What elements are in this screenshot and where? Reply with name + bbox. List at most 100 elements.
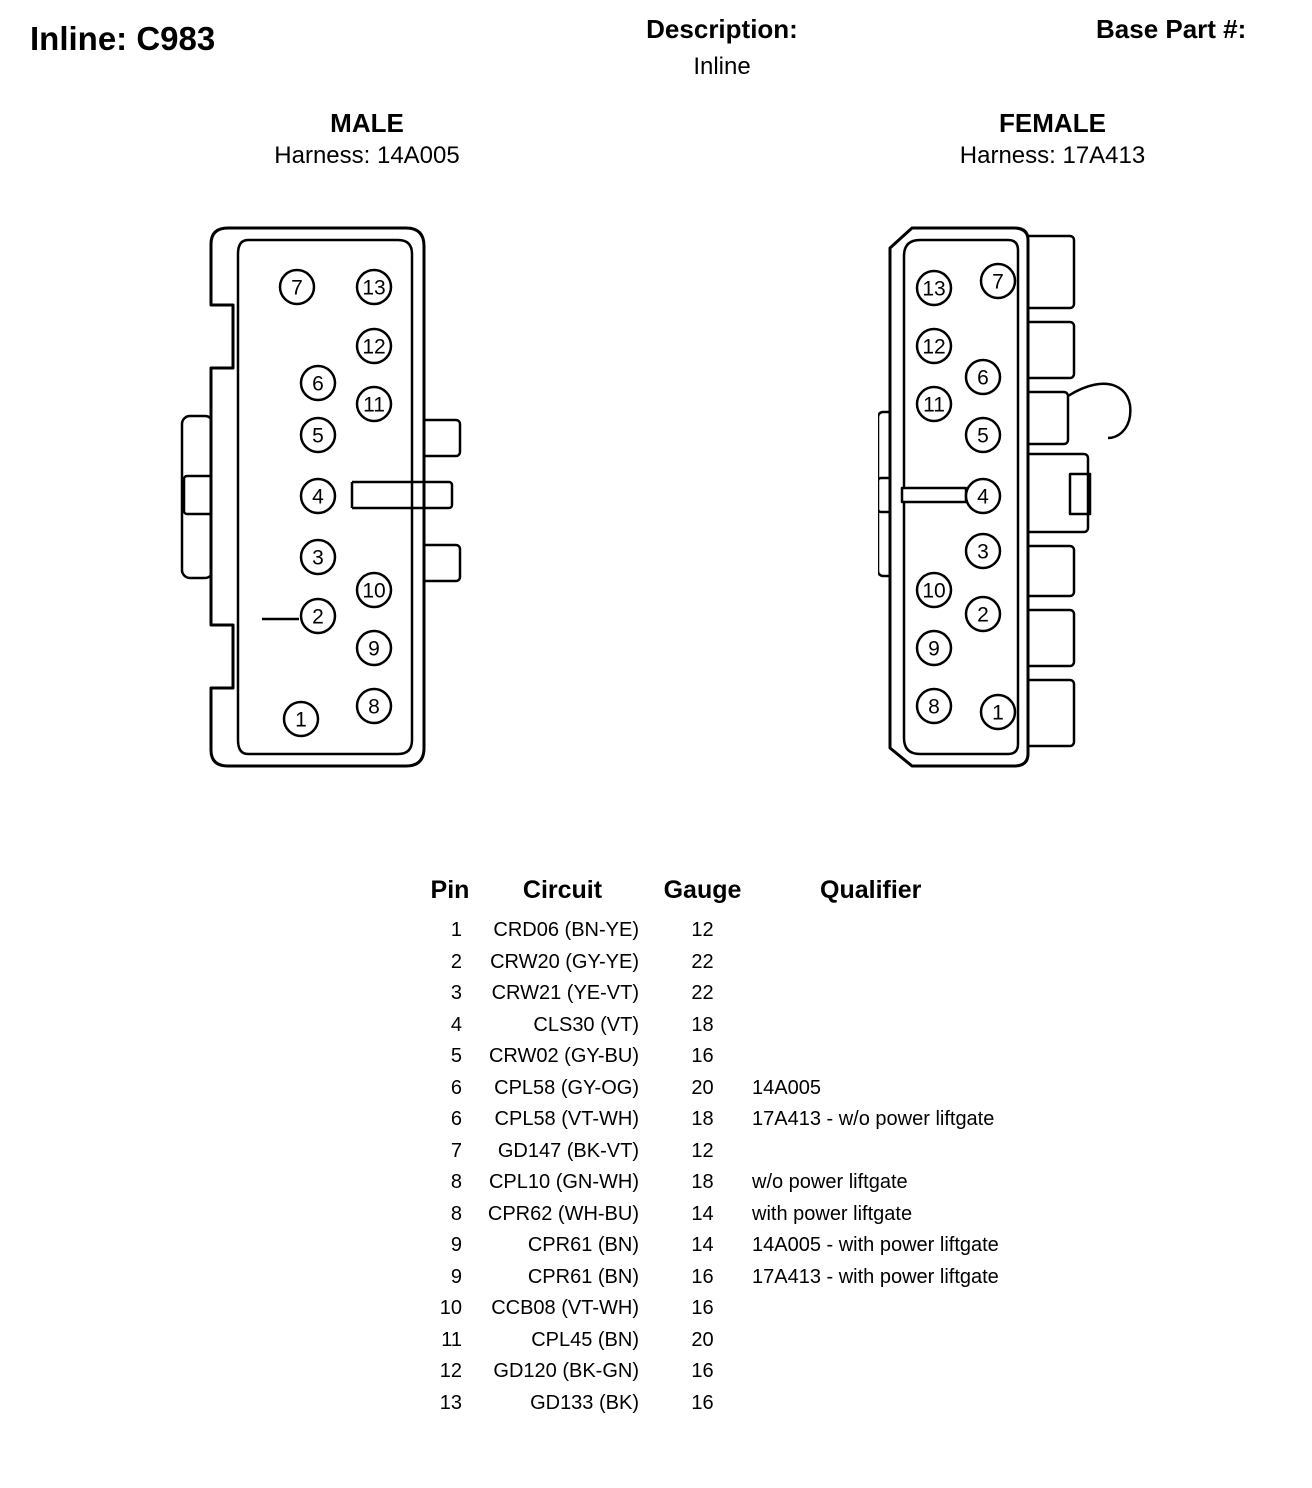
- female-tooth-4: [1022, 544, 1076, 598]
- description-value: Inline: [693, 53, 751, 80]
- male-harness-label: Harness: 14A005: [274, 142, 460, 169]
- pin-13-number: 13: [362, 277, 385, 300]
- header-qualifier: Qualifier: [820, 876, 922, 904]
- base-part-label: Base Part #:: [1096, 14, 1247, 44]
- cell-qualifier: [750, 1356, 1050, 1388]
- female-hook-detail: [1067, 382, 1132, 440]
- female-housing-inner-outline: [902, 238, 1020, 756]
- pin-5-number: 5: [312, 425, 324, 448]
- cell-gauge: 14: [691, 1202, 714, 1225]
- pin-13-circle: [915, 269, 953, 307]
- cell-circuit: GD147 (BK-VT): [497, 1139, 639, 1162]
- female-tooth-6: [1022, 678, 1076, 748]
- pin-12-circle: [915, 327, 953, 365]
- pin-1-circle: [282, 700, 320, 738]
- pin-1-number: 1: [992, 702, 1004, 725]
- cell-qualifier: 17A413 - with power liftgate: [752, 1265, 999, 1288]
- cell-circuit: CRW02 (GY-BU): [488, 1045, 639, 1068]
- pin-10-circle: [915, 571, 953, 609]
- pin-4-circle: [964, 477, 1002, 515]
- female-gender-label: FEMALE: [999, 108, 1106, 138]
- cell-qualifier: [750, 1041, 1050, 1073]
- pin-6-number: 6: [977, 367, 989, 390]
- cell-circuit: CPL45 (BN): [531, 1328, 639, 1351]
- pin-table-row: 9 CPR61 (BN) 16 17A413 - with power liftgat…: [430, 1262, 1050, 1294]
- cell-gauge: 14: [691, 1234, 714, 1257]
- cell-pin: 7: [450, 1139, 462, 1162]
- cell-qualifier: 14A005 - with power liftgate: [752, 1234, 999, 1257]
- pin-1-number: 1: [295, 709, 307, 732]
- connector-title: Inline: C983: [30, 20, 216, 57]
- pin-3-circle: [964, 532, 1002, 570]
- pin-2-number: 2: [977, 604, 989, 627]
- cell-circuit: CPL58 (GY-OG): [494, 1076, 639, 1099]
- cell-gauge: 18: [691, 1171, 714, 1194]
- cell-circuit: CPR61 (BN): [527, 1234, 639, 1257]
- pin-4-number: 4: [312, 486, 324, 509]
- male-housing-inner-outline: [236, 238, 414, 756]
- pin-13-number: 13: [922, 278, 945, 301]
- pin-11-circle: [915, 385, 953, 423]
- pin-12-number: 12: [362, 336, 385, 359]
- cell-gauge: 12: [691, 1139, 714, 1162]
- pin-10-number: 10: [922, 580, 945, 603]
- cell-pin: 1: [450, 919, 462, 942]
- cell-circuit: GD133 (BK): [530, 1391, 639, 1414]
- cell-qualifier: [750, 1325, 1050, 1357]
- cell-gauge: 20: [691, 1328, 714, 1351]
- cell-pin: 4: [450, 1013, 462, 1036]
- pin-3-number: 3: [977, 541, 989, 564]
- female-connector-caption: FEMALE Harness: 17A413: [905, 108, 1200, 170]
- cell-qualifier: [750, 1388, 1050, 1420]
- pin-9-number: 9: [928, 638, 940, 661]
- pin-2-circle: [964, 595, 1002, 633]
- pin-7-circle: [278, 268, 316, 306]
- pin-1-circle: [979, 693, 1017, 731]
- female-tooth-3: [1022, 390, 1070, 446]
- cell-gauge: 18: [691, 1013, 714, 1036]
- cell-pin: 9: [450, 1265, 462, 1288]
- pin-4-number: 4: [977, 486, 989, 509]
- pin-4-circle: [299, 477, 337, 515]
- cell-circuit: CPL10 (GN-WH): [488, 1171, 639, 1194]
- cell-qualifier: [750, 1136, 1050, 1168]
- pin-8-circle: [355, 687, 393, 725]
- pin-3-number: 3: [312, 547, 324, 570]
- cell-gauge: 16: [691, 1265, 714, 1288]
- pin-9-circle: [355, 629, 393, 667]
- pin-10-circle: [355, 571, 393, 609]
- cell-circuit: CPR61 (BN): [527, 1265, 639, 1288]
- pin-6-circle: [299, 364, 337, 402]
- pin-5-circle: [299, 416, 337, 454]
- cell-gauge: 22: [691, 982, 714, 1005]
- cell-circuit: GD120 (BK-GN): [493, 1360, 639, 1383]
- pin-6-circle: [964, 358, 1002, 396]
- pin-13-circle: [355, 268, 393, 306]
- description-block: Description: Inline: [572, 14, 872, 81]
- pin-8-number: 8: [368, 696, 380, 719]
- pin-2-number: 2: [312, 606, 324, 629]
- cell-pin: 13: [439, 1391, 462, 1414]
- cell-circuit: CPR62 (WH-BU): [487, 1202, 639, 1225]
- pin-table-row: 7 GD147 (BK-VT) 12: [430, 1136, 1050, 1168]
- pin-11-number: 11: [923, 394, 945, 417]
- pin-7-circle: [979, 262, 1017, 300]
- female-tooth-5: [1022, 608, 1076, 668]
- pin-8-number: 8: [928, 696, 940, 719]
- cell-circuit: CRD06 (BN-YE): [493, 919, 639, 942]
- male-connector-caption: MALE Harness: 14A005: [222, 108, 512, 170]
- cell-qualifier: w/o power liftgate: [752, 1171, 908, 1194]
- cell-qualifier: 17A413 - w/o power liftgate: [752, 1108, 995, 1131]
